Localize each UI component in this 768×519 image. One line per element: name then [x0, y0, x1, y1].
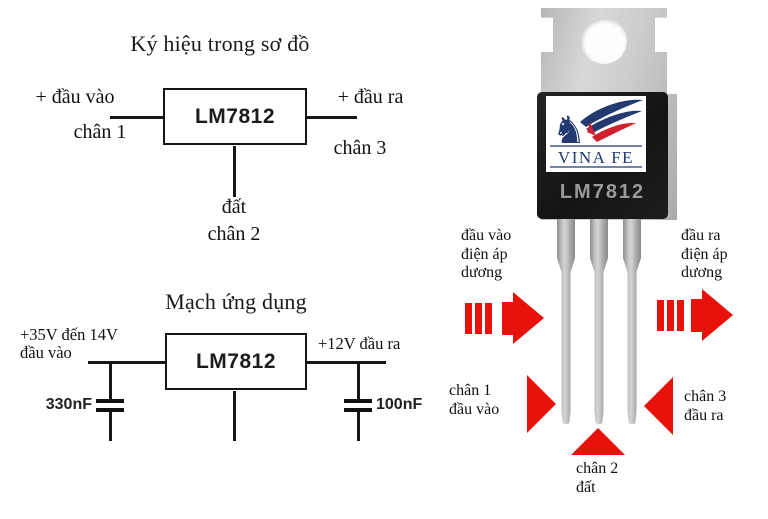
package-pin2-label-line1: chân 2	[576, 460, 619, 477]
package-input-label: đầu vào điện áp dương	[461, 227, 531, 283]
logo-red-accent	[587, 122, 596, 136]
input-flow-arrow-shaft	[502, 302, 513, 335]
package-pin1-label-line1: chân 1	[449, 382, 492, 399]
package-pin2-label: chân 2 đất	[576, 460, 646, 497]
circuit-output-wire	[306, 361, 386, 364]
package-pin1-label-line2: đầu vào	[449, 400, 500, 418]
output-cap-plate-top	[344, 399, 372, 403]
symbol-ground-lead	[233, 146, 236, 197]
output-flow-arrow-icon	[702, 289, 733, 341]
circuit-input-wire	[88, 361, 165, 364]
input-flow-arrow-dash-3	[485, 303, 492, 334]
output-flow-arrow-dash-2	[667, 300, 674, 331]
package-chip-marking: LM7812	[559, 181, 646, 203]
output-cap-lead-bottom	[357, 411, 360, 441]
mounting-hole	[581, 18, 627, 64]
logo-wing-swoosh-1	[580, 99, 643, 127]
output-cap-lead-top	[357, 362, 360, 399]
symbol-input-label: + đầu vào	[35, 86, 115, 108]
logo-wing-swoosh-red	[592, 122, 636, 142]
output-flow-arrow-dash-1	[657, 300, 664, 331]
package-pin3-label-line1: chân 3	[684, 388, 727, 405]
package-input-label-line3: dương	[461, 264, 503, 281]
package-output-label-line1: đầu ra	[681, 227, 721, 244]
package-pin3-label-line2: đầu ra	[684, 406, 724, 424]
application-chip-box: LM7812	[165, 333, 307, 390]
package-input-label-line1: đầu vào	[461, 227, 512, 244]
symbol-section-title: Ký hiệu trong sơ đồ	[130, 31, 310, 56]
output-flow-arrow-shaft	[691, 299, 702, 332]
leg-pin3	[623, 219, 641, 424]
circuit-input-label-line1: +35V đến 14V	[20, 325, 118, 344]
input-cap-value: 330nF	[45, 396, 92, 413]
pegasus-icon: ♞	[552, 108, 586, 152]
symbol-chip-label: LM7812	[194, 104, 276, 128]
output-cap-value: 100nF	[376, 396, 423, 413]
symbol-output-label: + đầu ra	[337, 86, 404, 108]
logo-wing-swoosh-2	[586, 110, 642, 133]
symbol-chip-box: LM7812	[163, 88, 307, 145]
package-output-label-line2: điện áp	[681, 245, 728, 263]
symbol-output-lead	[307, 116, 357, 119]
package-pin2-label-line2: đất	[576, 478, 596, 496]
symbol-ground-label: đất	[221, 196, 247, 218]
leg-pin2	[590, 219, 608, 424]
package-pin3-label: chân 3 đầu ra	[684, 388, 754, 425]
pin3-pointer-icon	[644, 377, 673, 435]
pegasus-logo-graphic: ♞ VINA FE	[550, 99, 643, 168]
symbol-input-lead	[110, 116, 163, 119]
circuit-ground-wire	[233, 391, 236, 441]
leg-pin1	[557, 219, 575, 424]
package-input-label-line2: điện áp	[461, 245, 508, 263]
output-cap-plate-bottom	[344, 408, 372, 412]
circuit-input-label: +35V đến 14V đầu vào	[20, 326, 150, 361]
input-cap-lead-bottom	[109, 411, 112, 441]
input-flow-arrow-icon	[513, 292, 544, 344]
package-output-label-line3: dương	[681, 264, 723, 281]
input-cap-plate-bottom	[96, 408, 124, 412]
package-output-label: đầu ra điện áp dương	[681, 227, 751, 283]
symbol-pin2-label: chân 2	[207, 223, 261, 245]
input-flow-arrow-dash-2	[475, 303, 482, 334]
brand-name: VINA FE	[558, 148, 634, 167]
pin1-pointer-icon	[527, 375, 556, 433]
output-flow-arrow-dash-3	[677, 300, 684, 331]
application-section-title: Mạch ứng dụng	[165, 289, 307, 314]
input-cap-plate-top	[96, 399, 124, 403]
symbol-pin1-label: chân 1	[73, 121, 127, 143]
circuit-output-label: +12V đầu ra	[318, 334, 401, 353]
circuit-input-label-line2: đầu vào	[20, 342, 72, 362]
input-cap-lead-top	[109, 362, 112, 399]
application-chip-label: LM7812	[195, 349, 277, 373]
vina-fe-logo: ♞ VINA FE	[546, 96, 646, 172]
input-flow-arrow-dash-1	[465, 303, 472, 334]
pin2-pointer-icon	[571, 428, 625, 455]
package-pin1-label: chân 1 đầu vào	[449, 382, 519, 419]
symbol-pin3-label: chân 3	[333, 137, 387, 159]
